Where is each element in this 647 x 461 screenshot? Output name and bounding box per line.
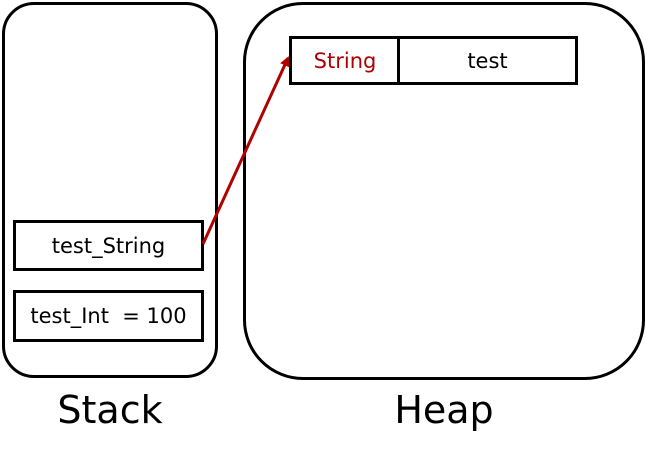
- heap-object-type-label: String: [313, 48, 377, 73]
- heap-object-value-cell: test: [397, 36, 578, 85]
- heap-object-type-cell: String: [289, 36, 401, 85]
- stack-variable-test-int-label: test_Int = 100: [30, 304, 187, 328]
- heap-label: Heap: [394, 388, 494, 432]
- stack-variable-test-string-label: test_String: [51, 233, 166, 258]
- heap-object-value-label: test: [467, 48, 508, 73]
- stack-variable-test-int: test_Int = 100: [13, 290, 204, 342]
- stack-variable-test-string: test_String: [13, 220, 204, 271]
- stack-label: Stack: [57, 388, 163, 432]
